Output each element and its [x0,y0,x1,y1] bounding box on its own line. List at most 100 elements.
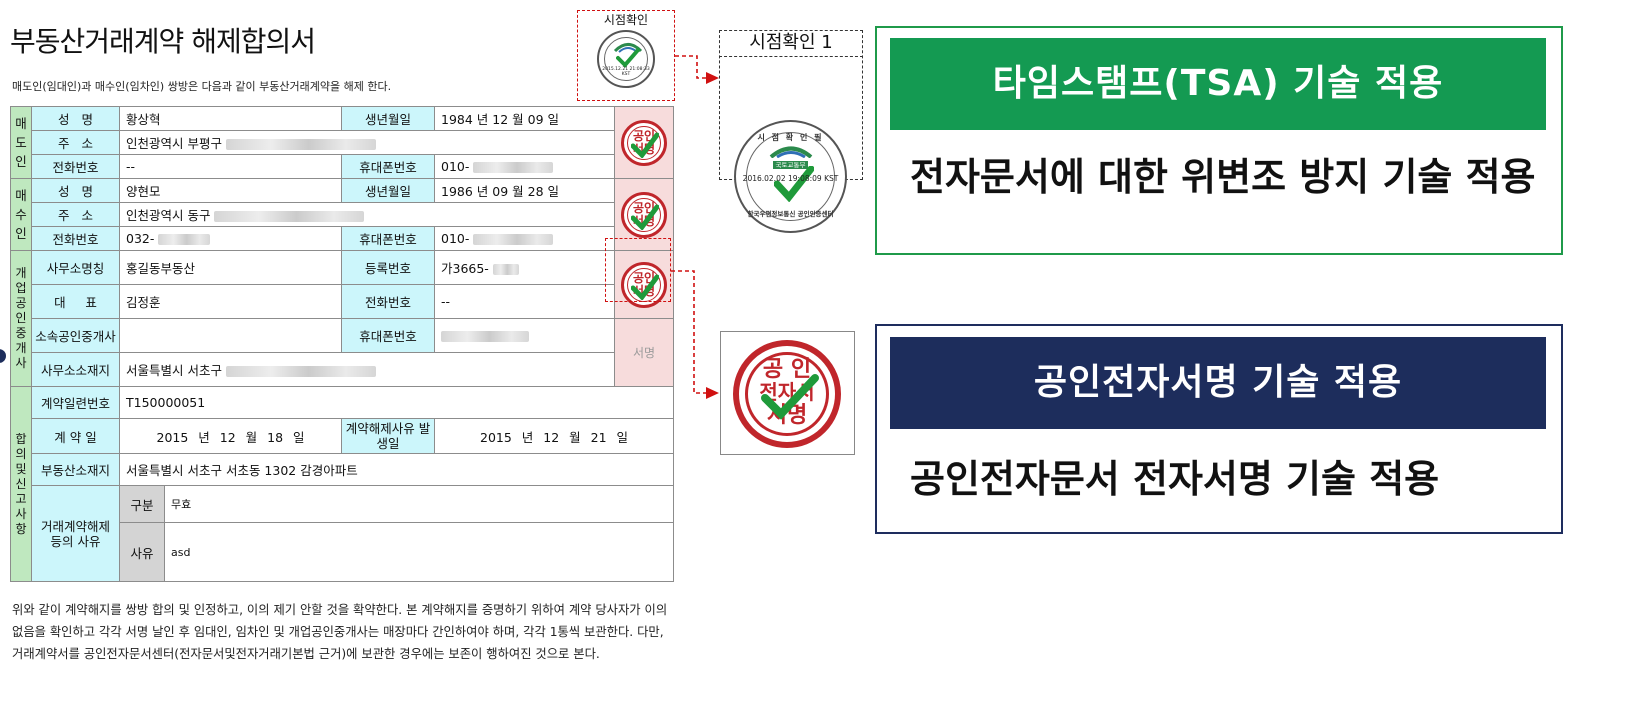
timestamp-seal-large: 시 점 확 인 필 국토교통부 2016.02.02 19:08:09 KST … [734,120,847,233]
broker-agent-label: 소속공인중개사 [31,318,120,353]
seller-group-label: 매 도 인 [10,106,32,179]
seller-address: 인천광역시 부평구 [126,136,222,151]
buyer-birth-label: 생년월일 [341,178,435,203]
check-icon [761,374,819,420]
closing-statement: 위와 같이 계약해지를 쌍방 합의 및 인정하고, 이의 제기 안할 것을 확약… [12,603,668,661]
edge-dot-icon [0,349,6,363]
broker-row-address: 사무소소재지 서울특별시 서초구 [11,352,674,387]
seller-birth-label: 생년월일 [341,106,435,131]
broker-reg-cell: 가3665- [434,250,615,285]
seller-name: 황상혁 [119,106,342,131]
buyer-phone-cell: 032- [119,226,342,251]
cancel-date-label: 계약해제사유 발생일 [341,418,435,454]
buyer-address: 인천광역시 동구 [126,208,211,223]
broker-group-label: 개 업 공 인 중 개 사 [10,250,32,387]
timestamp-ministry: 국토교통부 [772,161,809,169]
broker-mobile-cell [434,318,615,353]
buyer-mobile-label: 휴대폰번호 [341,226,435,251]
broker-phone-label: 전화번호 [341,284,435,319]
agreement-row-serial: 합 의 및 신 고 사 항 계약일련번호 T150000051 [10,386,674,582]
broker-sign-cell: 서명 [614,318,674,387]
broker-office-addr-cell: 서울특별시 서초구 [119,352,615,387]
document-intro: 매도인(임대인)과 매수인(임차인) 쌍방은 다음과 같이 부동산거래계약을 해… [12,80,392,93]
broker-row-office: 개 업 공 인 중 개 사 사무소명칭 홍길동부동산 등록번호 가3665- 공… [10,250,674,387]
redaction-blur [473,234,554,245]
signature-callout-card [875,324,1563,534]
timestamp-zoom-label: 시점확인 1 [719,30,863,57]
timestamp-seal-small: 2015.12.21 21:08:33 KST [597,30,655,88]
property-label: 부동산소재지 [31,453,120,486]
timestamp-zoom-org: 한국우편정보통신 공인인증센터 [747,210,834,218]
check-icon [631,274,659,300]
broker-row-agent: 소속공인중개사 휴대폰번호 서명 [11,318,674,387]
broker-office-addr-label: 사무소소재지 [31,352,120,387]
type-value: 무효 [164,485,674,523]
broker-rep-label: 대 표 [31,284,120,319]
signature-highlight-box [605,238,671,302]
tsa-callout-title: 타임스탬프(TSA) 기술 적용 [890,38,1546,130]
contract-date-label: 계 약 일 [31,418,120,454]
buyer-mobile: 010- [441,231,470,246]
type-label: 구분 [119,485,165,523]
buyer-address-label: 주 소 [31,202,120,227]
tsa-callout-desc: 전자문서에 대한 위변조 방지 기술 적용 [910,155,1536,199]
contract-date: 2015 년 12 월 18 일 [119,418,342,454]
timestamp-doc-label: 시점확인 [603,13,649,27]
reason-label: 거래계약해제 등의 사유 [31,485,120,582]
buyer-birth: 1986 년 09 월 28 일 [434,178,615,203]
seller-address-label: 주 소 [31,130,120,155]
check-icon [616,48,640,68]
broker-sign-label: 서명 [632,346,656,360]
buyer-row-phone: 전화번호 032- 휴대폰번호 010- [11,226,674,251]
ministry-logo-icon [769,146,813,158]
broker-reg-label: 등록번호 [341,250,435,285]
buyer-mobile-cell: 010- [434,226,615,251]
serial-number: T150000051 [119,386,674,419]
redaction-blur [214,211,365,222]
timestamp-highlight-box [577,10,675,101]
buyer-phone: 032- [126,231,155,246]
broker-phone: -- [434,284,615,319]
buyer-row-address: 주 소 인천광역시 동구 [11,202,674,227]
agreement-row-property: 부동산소재지 서울특별시 서초구 서초동 1302 감경아파트 [11,453,674,486]
broker-office-label: 사무소명칭 [31,250,120,285]
broker-reg: 가3665- [441,261,489,276]
redaction-blur [492,264,519,275]
buyer-address-cell: 인천광역시 동구 [119,202,615,227]
check-icon [774,166,814,202]
tsa-callout-card [875,26,1563,255]
document-title: 부동산거래계약 해제합의서 [10,25,316,58]
redaction-blur [225,366,376,377]
signature-callout-desc: 공인전자문서 전자서명 기술 적용 [910,457,1440,501]
agreement-row-type: 거래계약해제 등의 사유 구분 무효 [11,485,674,582]
seller-mobile: 010- [441,159,470,174]
broker-office-addr: 서울특별시 서초구 [126,363,222,378]
buyer-phone-label: 전화번호 [31,226,120,251]
redaction-blur [441,331,529,342]
broker-mobile-label: 휴대폰번호 [341,318,435,353]
timestamp-zoom-date: 2016.02.02 19:08:09 KST [742,174,839,183]
redaction-blur [225,139,376,150]
buyer-group-label: 매 수 인 [10,178,32,251]
cause-value: asd [164,522,674,582]
broker-agent [119,318,342,353]
check-icon [631,132,659,158]
buyer-name-label: 성 명 [31,178,120,203]
redaction-blur [473,162,554,173]
seller-row-phone: 전화번호 -- 휴대폰번호 010- [11,154,674,179]
seller-birth: 1984 년 12 월 09 일 [434,106,615,131]
signature-callout-title: 공인전자서명 기술 적용 [890,337,1546,429]
seller-phone: -- [119,154,342,179]
broker-row-rep: 대 표 김정훈 전화번호 -- [11,284,674,319]
agreement-row-cause: 사유 asd [11,522,674,582]
signature-seal-large: 공 인 전자서 서명 [733,340,841,448]
timestamp-doc-date: 2015.12.21 21:08:33 KST [602,67,650,77]
serial-label: 계약일련번호 [31,386,120,419]
check-icon [631,204,659,230]
timestamp-zoom-top: 시 점 확 인 필 [757,133,824,142]
